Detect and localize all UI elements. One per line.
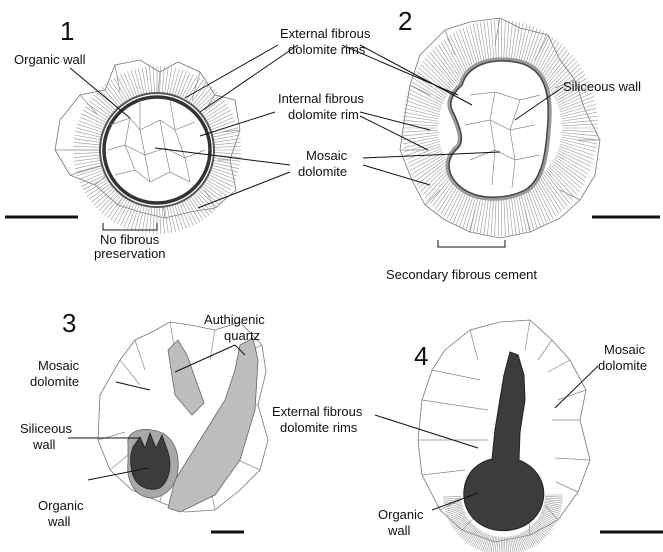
p3-organic-label-line2: wall <box>47 514 71 529</box>
p4-organic-label-line2: wall <box>387 523 411 538</box>
panel2-bracket <box>438 240 505 247</box>
panel-2: 2 <box>398 6 660 247</box>
panel-1: 1 <box>5 16 241 234</box>
p3-siliceous-label-line2: wall <box>32 437 56 452</box>
p3-authigenic-label-line2: quartz <box>224 328 260 343</box>
internal-rim-label-line1: Internal fibrous <box>278 91 364 106</box>
p4-external-label-line2: dolomite rims <box>280 420 358 435</box>
p3-mosaic-label-line1: Mosaic <box>38 358 80 373</box>
panel2-organic-wall <box>449 61 548 197</box>
p4-external-label-line1: External fibrous <box>272 404 363 419</box>
mosaic-label-line2: dolomite <box>298 164 347 179</box>
p4-mosaic-label-line2: dolomite <box>598 358 647 373</box>
no-fibrous-label-line1: No fibrous <box>100 232 160 247</box>
p3-authigenic-label-line1: Authigenic <box>204 312 265 327</box>
p4-mosaic-label-line1: Mosaic <box>604 342 646 357</box>
panel1-organic-wall <box>104 97 210 203</box>
p3-mosaic-label-line2: dolomite <box>30 374 79 389</box>
p3-organic-label-line1: Organic <box>38 498 84 513</box>
p2-secondary-cement-label: Secondary fibrous cement <box>386 267 537 282</box>
no-fibrous-label-line2: preservation <box>94 246 166 261</box>
mosaic-label-line1: Mosaic <box>306 148 348 163</box>
panel-2-number: 2 <box>398 6 412 36</box>
p4-organic-label-line1: Organic <box>378 507 424 522</box>
panel-4-number: 4 <box>414 341 428 371</box>
p3-siliceous-label-line1: Siliceous <box>20 421 73 436</box>
p1-organic-wall-label: Organic wall <box>14 52 86 67</box>
panel3-organic-wall <box>131 433 170 489</box>
panel-3-number: 3 <box>62 308 76 338</box>
p2-siliceous-wall-label: Siliceous wall <box>563 79 641 94</box>
internal-rim-label-line2: dolomite rim <box>288 107 359 122</box>
external-rims-label-line1: External fibrous <box>280 26 371 41</box>
panel1-bracket <box>103 223 157 230</box>
external-rims-label-line2: dolomite rims <box>288 42 366 57</box>
panel-1-number: 1 <box>60 16 74 46</box>
